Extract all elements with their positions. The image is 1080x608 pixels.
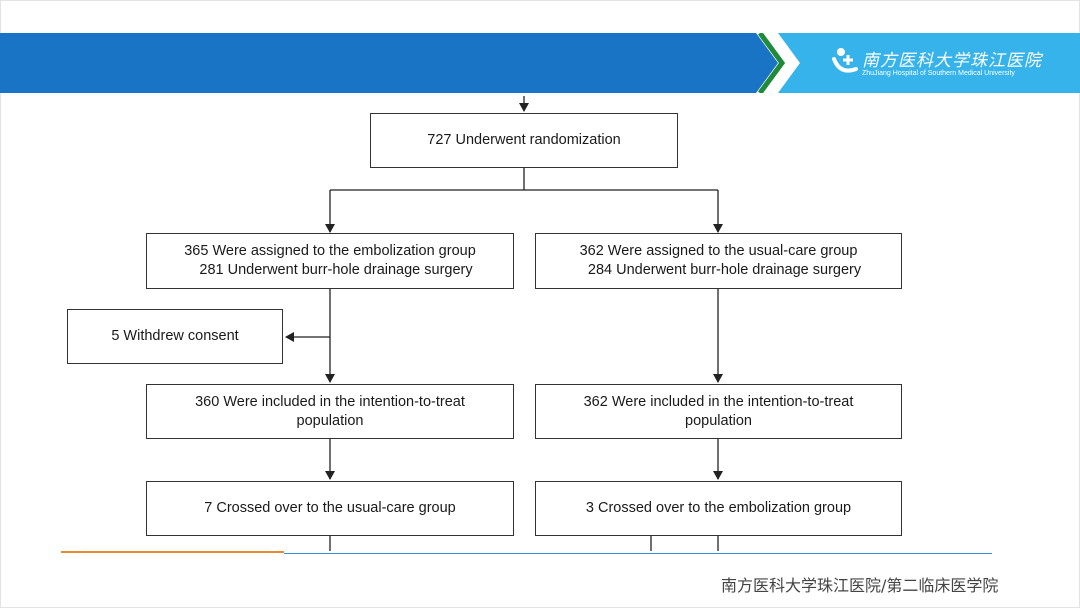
usual-care-assigned-box: 362 Were assigned to the usual-care grou… <box>535 233 902 289</box>
usual-care-crossover-box: 3 Crossed over to the embolization group <box>535 481 902 536</box>
hospital-logo-text: 南方医科大学珠江医院 <box>862 51 1042 71</box>
footer-divider-orange <box>61 551 284 553</box>
usual-care-crossover-text: 3 Crossed over to the embolization group <box>585 500 852 516</box>
footer-institution: 南方医科大学珠江医院/第二临床医学院 <box>721 576 999 595</box>
embolization-itt-box: 360 Were included in the intention-to-tr… <box>146 384 514 439</box>
usual-care-surgery-text: 284 Underwent burr-hole drainage surgery <box>587 262 862 278</box>
embolization-crossover-box: 7 Crossed over to the usual-care group <box>146 481 514 536</box>
usual-care-itt-line1: 362 Were included in the intention-to-tr… <box>583 393 854 410</box>
header-banner-graphic <box>0 33 1080 93</box>
usual-care-assigned-text: 362 Were assigned to the usual-care grou… <box>579 243 858 259</box>
embolization-itt-line2: population <box>296 412 364 429</box>
usual-care-itt-box: 362 Were included in the intention-to-tr… <box>535 384 902 439</box>
withdrew-consent-text: 5 Withdrew consent <box>111 328 239 344</box>
embolization-crossover-text: 7 Crossed over to the usual-care group <box>204 500 456 516</box>
randomization-text: 727 Underwent randomization <box>427 132 621 148</box>
embolization-assigned-text: 365 Were assigned to the embolization gr… <box>184 243 476 259</box>
footer-divider-blue <box>284 553 992 554</box>
embolization-surgery-text: 281 Underwent burr-hole drainage surgery <box>199 262 473 278</box>
hospital-logo-icon <box>830 45 860 79</box>
withdrew-consent-box: 5 Withdrew consent <box>67 309 283 364</box>
hospital-logo-subtitle: ZhuJiang Hospital of Southern Medical Un… <box>862 70 1015 77</box>
randomization-box: 727 Underwent randomization <box>370 113 678 168</box>
header-banner <box>0 33 1080 93</box>
usual-care-itt-line2: population <box>685 412 752 429</box>
embolization-itt-line1: 360 Were included in the intention-to-tr… <box>195 393 465 410</box>
embolization-assigned-box: 365 Were assigned to the embolization gr… <box>146 233 514 289</box>
